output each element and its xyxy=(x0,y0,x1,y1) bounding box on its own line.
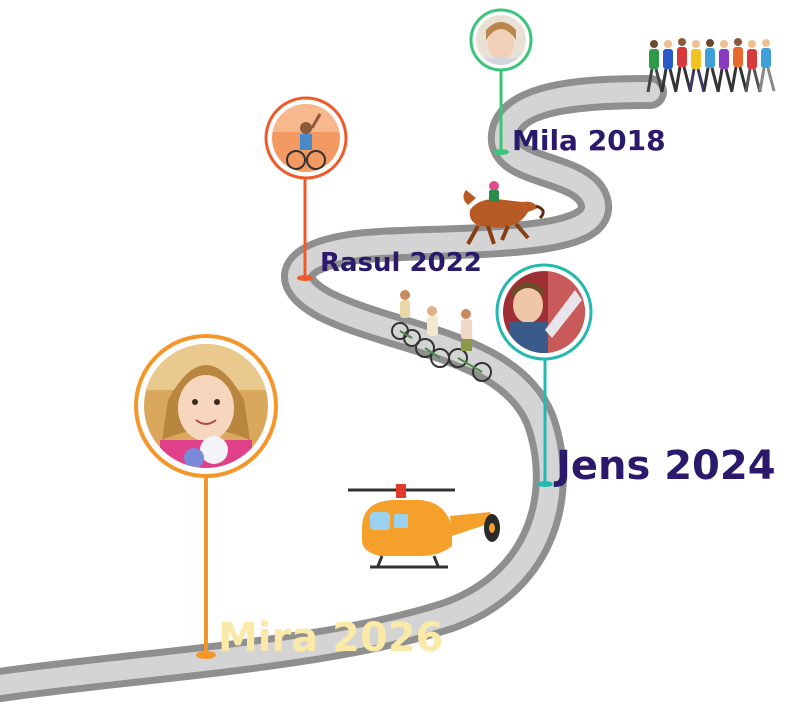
milestone-label-mila: Mila 2018 xyxy=(512,124,666,157)
milestone-label-jens: Jens 2024 xyxy=(556,443,776,489)
running-crowd-illustration xyxy=(646,38,776,93)
milestone-pin-rasul xyxy=(264,96,348,281)
milestone-pin-mila xyxy=(469,8,533,155)
milestone-label-rasul: Rasul 2022 xyxy=(320,248,482,278)
racehorse-jockey-illustration xyxy=(463,181,545,245)
family-cycling-illustration xyxy=(391,290,492,382)
photo-jens xyxy=(503,271,585,353)
milestone-pin-jens xyxy=(495,263,593,487)
winding-road-surface xyxy=(0,82,660,695)
photo-mila xyxy=(476,15,526,65)
milestone-pin-mira xyxy=(134,334,278,659)
helicopter-illustration xyxy=(348,484,500,569)
milestone-label-mira: Mira 2026 xyxy=(218,615,444,661)
